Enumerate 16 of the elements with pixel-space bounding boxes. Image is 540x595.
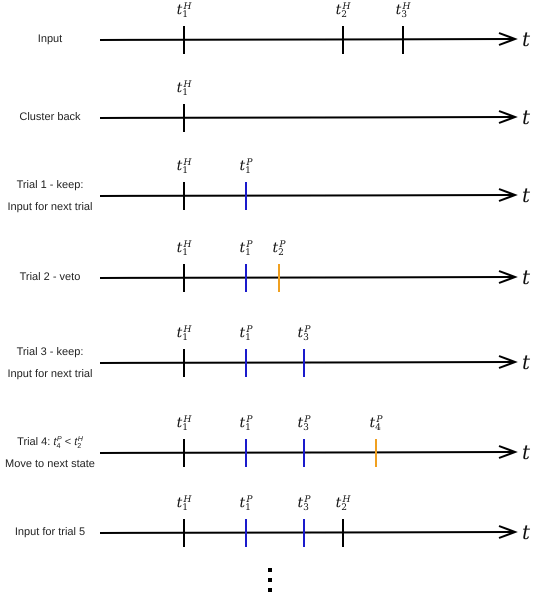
- row-label: Input for next trial: [6, 201, 94, 214]
- row-label: Trial 2 - veto: [18, 271, 82, 284]
- row-label: Cluster back: [18, 111, 82, 124]
- axis-label: t: [522, 441, 530, 463]
- row-label: Input for trial 5: [14, 526, 86, 539]
- axis-label: t: [522, 521, 530, 543]
- axis-label: t: [522, 106, 530, 128]
- row-label: Input for next trial: [6, 368, 94, 381]
- row-label: Trial 3 - keep:: [16, 346, 84, 359]
- axis-label: t: [522, 28, 530, 50]
- row-label: Move to next state: [4, 458, 96, 471]
- axis-label: t: [522, 266, 530, 288]
- row-label: Input: [36, 33, 64, 46]
- axis-label: t: [522, 184, 530, 206]
- row-label: Trial 1 - keep:: [16, 179, 84, 192]
- axis-label: t: [522, 351, 530, 373]
